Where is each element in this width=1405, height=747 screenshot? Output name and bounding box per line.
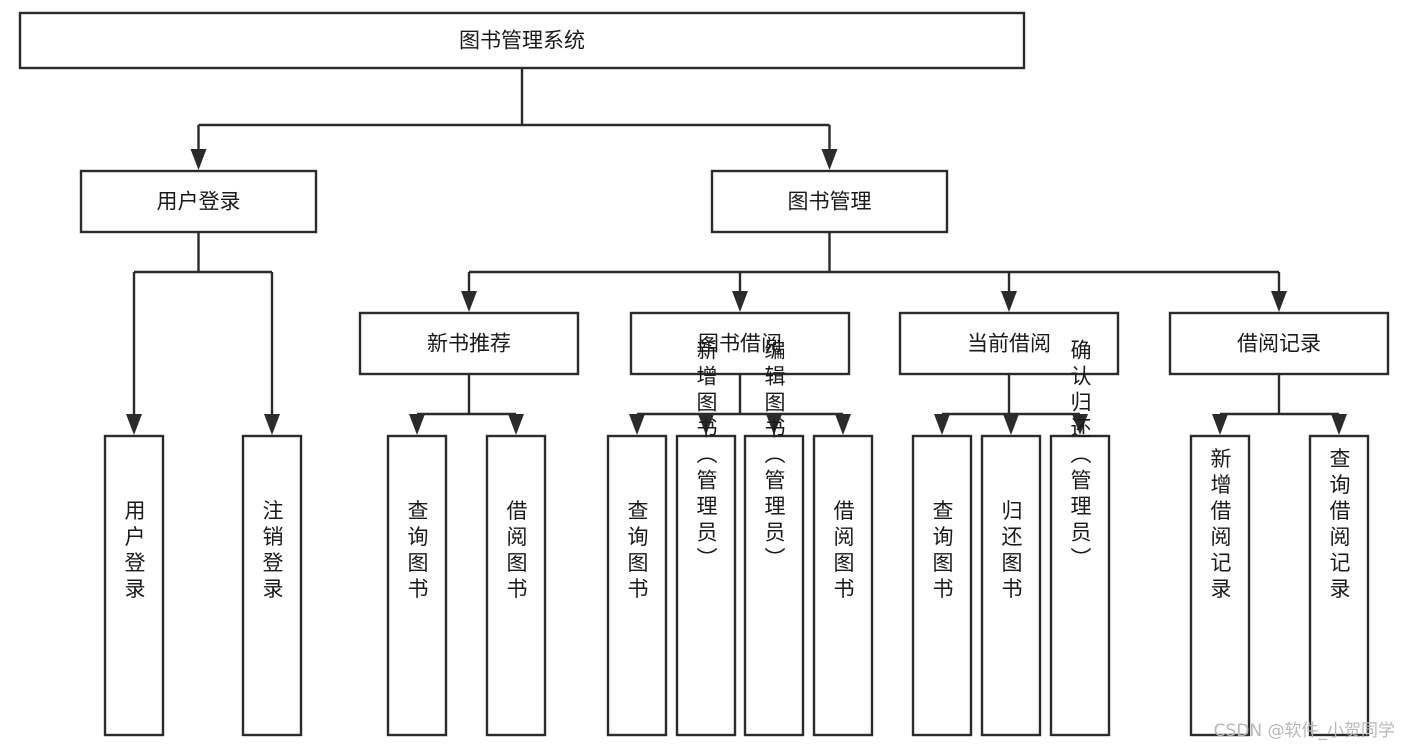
- node-label-current-borrow: 当前借阅: [967, 332, 1051, 356]
- nodes-layer: 图书管理系统用户登录图书管理新书推荐图书借阅当前借阅借阅记录用户登录注销登录查询…: [18, 11, 1390, 737]
- arrow-head-leaf-user-login: [126, 414, 142, 435]
- node-box-leaf-add-record[interactable]: [1189, 434, 1251, 737]
- arrow-head-leaf-add-record: [1212, 414, 1228, 435]
- node-box-book-manage[interactable]: [710, 169, 949, 234]
- arrow-head-leaf-query-book-borrow: [629, 414, 645, 435]
- arrow-head-leaf-return-book: [1003, 414, 1019, 435]
- node-box-leaf-user-login[interactable]: [103, 434, 165, 737]
- arrow-head-leaf-logout: [264, 414, 280, 435]
- arrow-head-leaf-borrow-book: [835, 414, 851, 435]
- arrow-head-new-book-rec: [461, 291, 477, 312]
- node-current-borrow[interactable]: 当前借阅: [898, 311, 1120, 376]
- node-label-leaf-borrow-book-rec: 借阅图书: [504, 500, 528, 604]
- node-box-leaf-return-book[interactable]: [980, 434, 1042, 737]
- node-box-leaf-query-record[interactable]: [1308, 434, 1370, 737]
- node-label-leaf-query-book-borrow: 查询图书: [625, 500, 649, 604]
- node-label-book-manage: 图书管理: [788, 190, 872, 214]
- node-box-leaf-query-book-cur[interactable]: [911, 434, 973, 737]
- node-leaf-add-record[interactable]: 新增借阅记录: [1189, 434, 1251, 737]
- node-label-leaf-add-book: 新增图书（管理员）: [694, 339, 718, 573]
- node-label-leaf-return-book: 归还图书: [999, 500, 1023, 604]
- arrow-head-user-login: [190, 149, 207, 170]
- arrow-head-leaf-add-book: [698, 414, 714, 435]
- node-leaf-return-book[interactable]: 归还图书: [980, 434, 1042, 737]
- node-new-book-rec[interactable]: 新书推荐: [358, 311, 580, 376]
- node-label-borrow-record: 借阅记录: [1237, 332, 1321, 356]
- node-label-root: 图书管理系统: [459, 29, 585, 53]
- node-leaf-borrow-book[interactable]: 借阅图书: [812, 434, 874, 737]
- node-root[interactable]: 图书管理系统: [18, 11, 1026, 70]
- arrow-head-leaf-confirm-return: [1072, 414, 1088, 435]
- node-book-manage[interactable]: 图书管理: [710, 169, 949, 234]
- node-box-leaf-borrow-book[interactable]: [812, 434, 874, 737]
- node-leaf-query-record[interactable]: 查询借阅记录: [1308, 434, 1370, 737]
- connectors-layer: [126, 68, 1347, 435]
- node-box-leaf-confirm-return[interactable]: [1049, 434, 1111, 737]
- node-label-user-login: 用户登录: [157, 190, 241, 214]
- arrow-head-leaf-borrow-book-rec: [508, 414, 524, 435]
- node-leaf-query-book-rec[interactable]: 查询图书: [386, 434, 448, 737]
- node-leaf-borrow-book-rec[interactable]: 借阅图书: [485, 434, 547, 737]
- node-label-leaf-query-book-rec: 查询图书: [405, 500, 429, 604]
- node-label-new-book-rec: 新书推荐: [427, 332, 511, 356]
- arrow-head-borrow-record: [1271, 291, 1287, 312]
- node-box-leaf-query-book-borrow[interactable]: [606, 434, 668, 737]
- node-leaf-query-book-cur[interactable]: 查询图书: [911, 434, 973, 737]
- node-box-leaf-borrow-book-rec[interactable]: [485, 434, 547, 737]
- node-label-leaf-user-login: 用户登录: [122, 500, 146, 604]
- node-book-borrow[interactable]: 图书借阅: [629, 311, 851, 376]
- node-leaf-add-book[interactable]: 新增图书（管理员）: [675, 339, 737, 737]
- node-box-book-borrow[interactable]: [629, 311, 851, 376]
- node-leaf-logout[interactable]: 注销登录: [241, 434, 303, 737]
- node-label-leaf-add-record: 新增借阅记录: [1208, 448, 1232, 604]
- node-box-leaf-logout[interactable]: [241, 434, 303, 737]
- node-label-leaf-edit-book: 编辑图书（管理员）: [762, 339, 786, 573]
- arrow-head-leaf-edit-book: [766, 414, 782, 435]
- arrow-head-book-borrow: [732, 291, 748, 312]
- node-label-leaf-logout: 注销登录: [260, 500, 284, 604]
- node-leaf-confirm-return[interactable]: 确认归还（管理员）: [1049, 339, 1111, 737]
- node-box-user-login[interactable]: [79, 169, 318, 234]
- node-box-borrow-record[interactable]: [1168, 311, 1390, 376]
- node-box-leaf-query-book-rec[interactable]: [386, 434, 448, 737]
- node-label-leaf-confirm-return: 确认归还（管理员）: [1068, 339, 1092, 573]
- node-box-leaf-edit-book[interactable]: [743, 434, 805, 737]
- node-leaf-query-book-borrow[interactable]: 查询图书: [606, 434, 668, 737]
- node-box-root[interactable]: [18, 11, 1026, 70]
- node-leaf-user-login[interactable]: 用户登录: [103, 434, 165, 737]
- node-user-login[interactable]: 用户登录: [79, 169, 318, 234]
- arrow-head-leaf-query-book-cur: [934, 414, 950, 435]
- node-label-book-borrow: 图书借阅: [698, 332, 782, 356]
- node-box-new-book-rec[interactable]: [358, 311, 580, 376]
- arrow-head-current-borrow: [1001, 291, 1017, 312]
- node-box-current-borrow[interactable]: [898, 311, 1120, 376]
- node-box-leaf-add-book[interactable]: [675, 434, 737, 737]
- node-label-leaf-borrow-book: 借阅图书: [831, 500, 855, 604]
- node-borrow-record[interactable]: 借阅记录: [1168, 311, 1390, 376]
- node-leaf-edit-book[interactable]: 编辑图书（管理员）: [743, 339, 805, 737]
- arrow-head-leaf-query-record: [1331, 414, 1347, 435]
- arrow-head-leaf-query-book-rec: [409, 414, 425, 435]
- arrow-head-book-manage: [821, 149, 838, 170]
- node-label-leaf-query-record: 查询借阅记录: [1327, 448, 1351, 604]
- node-label-leaf-query-book-cur: 查询图书: [930, 500, 954, 604]
